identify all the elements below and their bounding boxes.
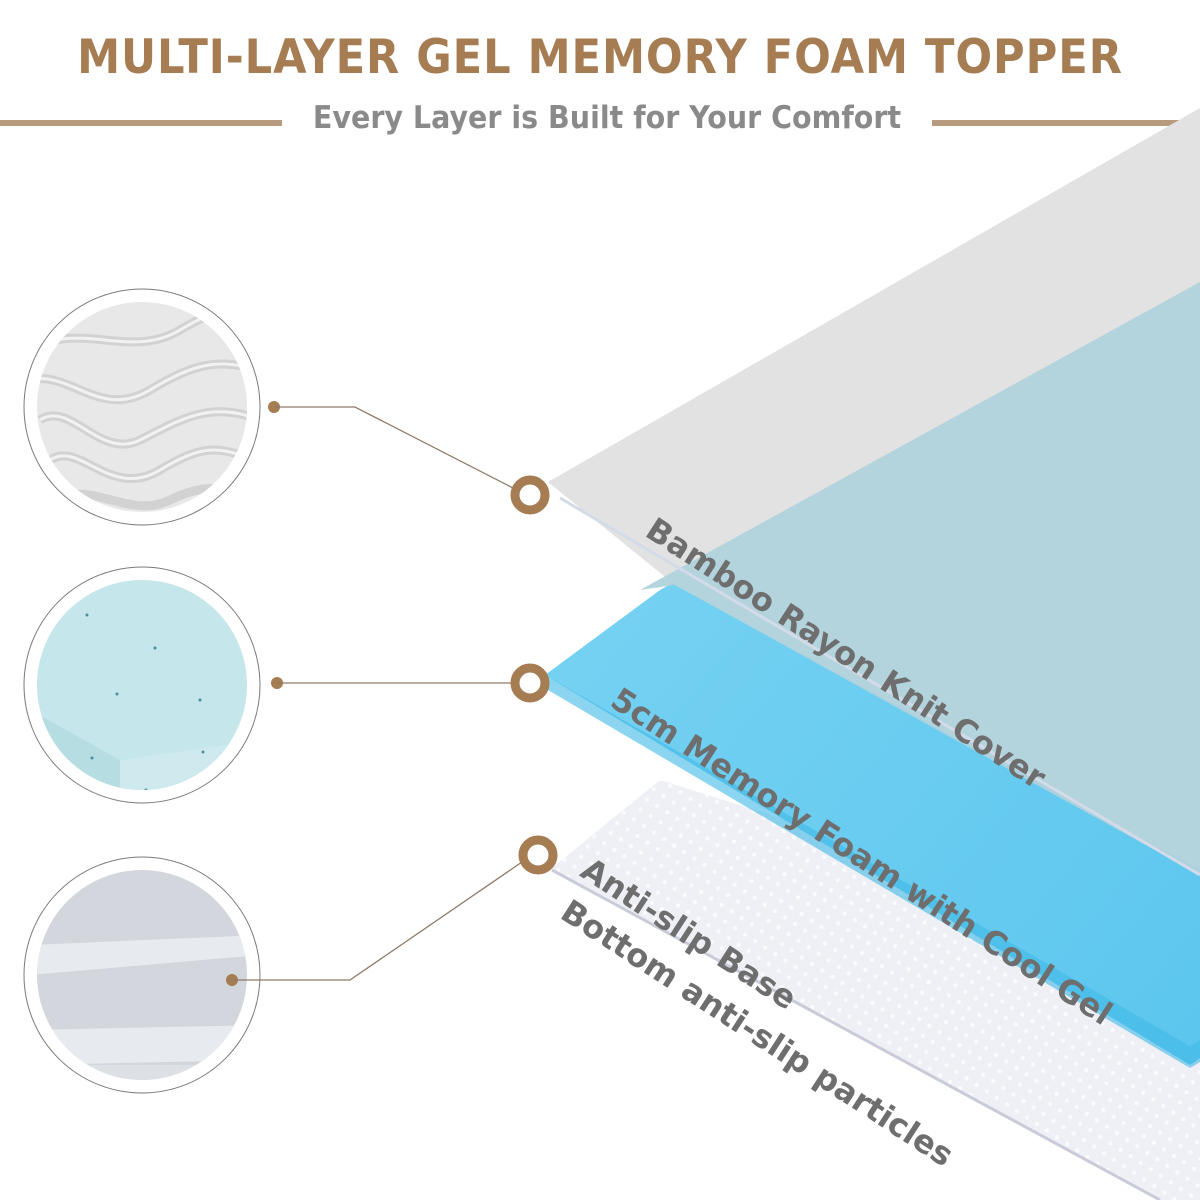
base-connector-line — [232, 861, 523, 981]
left-divider-rule — [0, 120, 282, 126]
cover-swatch — [23, 288, 280, 526]
cover-marker-ring-icon — [510, 475, 550, 515]
page-title: MULTI-LAYER GEL MEMORY FOAM TOPPER — [77, 30, 1123, 85]
cover-connector-line — [274, 406, 514, 489]
foam-swatch — [23, 566, 283, 804]
base-swatch — [23, 856, 261, 1094]
page-subtitle: Every Layer is Built for Your Comfort — [312, 100, 902, 136]
anti-slip-base-layer — [551, 780, 1200, 1200]
base-marker-ring-icon — [518, 835, 558, 875]
bamboo-cover-layer — [548, 108, 1200, 877]
foam-marker-ring-icon — [510, 663, 550, 703]
right-divider-rule — [932, 120, 1200, 126]
subtitle-row: Every Layer is Built for Your Comfort — [0, 100, 1200, 144]
